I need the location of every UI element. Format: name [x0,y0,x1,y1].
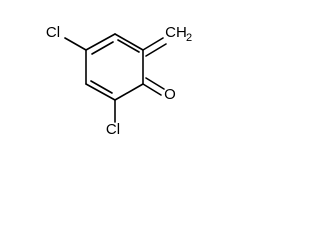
oxygen-label: O [164,86,176,103]
bond-c6-cl [64,37,87,51]
methylene-label: CH [165,24,187,41]
methylene-subscript: 2 [186,32,192,44]
bond-c3-c4 [114,83,144,101]
bond-c4-c5 [85,83,116,101]
bond-c3-o [142,83,162,96]
bond-c3-o-double [145,77,165,90]
bond-c6-c1-inner [91,41,114,55]
bond-c2-ch2 [142,37,164,51]
bond-c1-c2-inner [117,39,140,53]
bond-c4-c5-inner [90,80,113,94]
chlorine-label-upper: Cl [46,24,60,41]
bond-c1-c2 [114,33,144,51]
bond-c6-c1 [85,33,116,51]
chlorine-label-lower: Cl [106,121,120,138]
bond-c2-ch2-double [145,43,167,57]
structure-diagram: Cl Cl O CH 2 [46,24,192,138]
